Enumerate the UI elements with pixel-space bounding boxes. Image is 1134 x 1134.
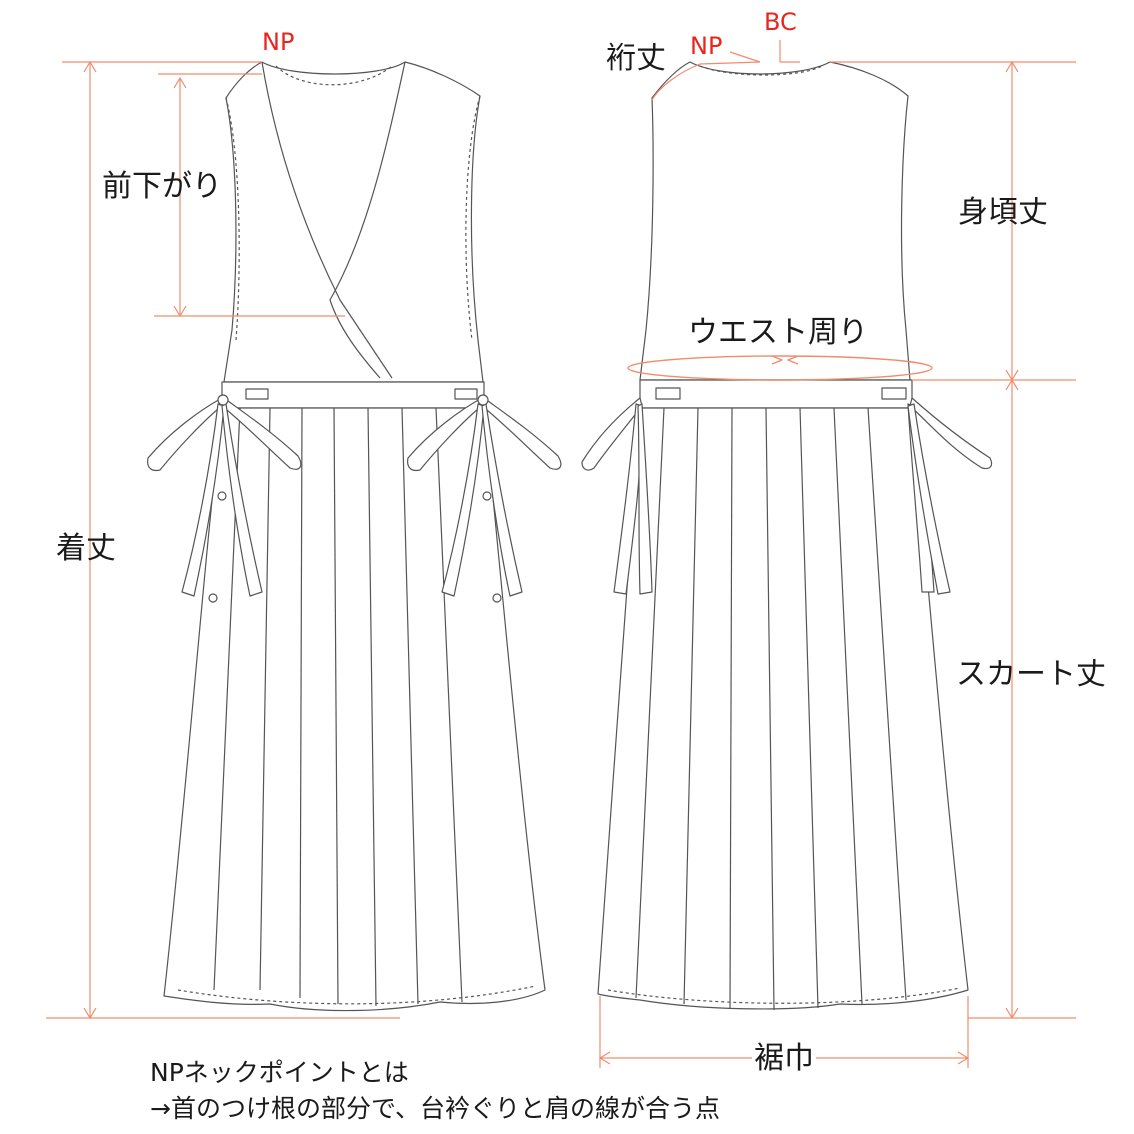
front-pleats (213, 407, 463, 1007)
yuki-label: 裄丈 (606, 41, 666, 76)
measure-lines (46, 40, 1076, 1068)
bc-label: BC (764, 8, 797, 36)
note-line-2: →首のつけ根の部分で、台衿ぐりと肩の線が合う点 (150, 1094, 720, 1123)
waist-label: ウエスト周り (688, 315, 868, 350)
front-skirt (163, 407, 546, 1012)
np-back-label: NP (690, 32, 723, 60)
back-bodice (639, 61, 911, 381)
back-pleats (635, 407, 907, 1011)
back-view (581, 61, 993, 1011)
front-tie-right (407, 394, 562, 597)
np-front-label: NP (262, 28, 295, 56)
migoro-take-label: 身頃丈 (958, 195, 1048, 230)
front-view (147, 61, 562, 1012)
front-tie-left (147, 394, 302, 597)
back-tie-right (907, 397, 993, 595)
susohaba-label: 裾巾 (752, 1041, 816, 1076)
back-tie-left (581, 397, 653, 595)
front-neckline (261, 61, 393, 379)
skirt-take-label: スカート丈 (956, 657, 1106, 692)
yuki-line (651, 61, 761, 101)
note-line-1: NPネックポイントとは (150, 1058, 409, 1087)
back-skirt (597, 407, 969, 1010)
back-waistband (639, 379, 913, 409)
front-bodice (223, 61, 484, 383)
kitake-label: 着丈 (56, 531, 116, 566)
mae-sagari-label: 前下がり (102, 169, 222, 204)
waist-ellipse (627, 355, 933, 381)
